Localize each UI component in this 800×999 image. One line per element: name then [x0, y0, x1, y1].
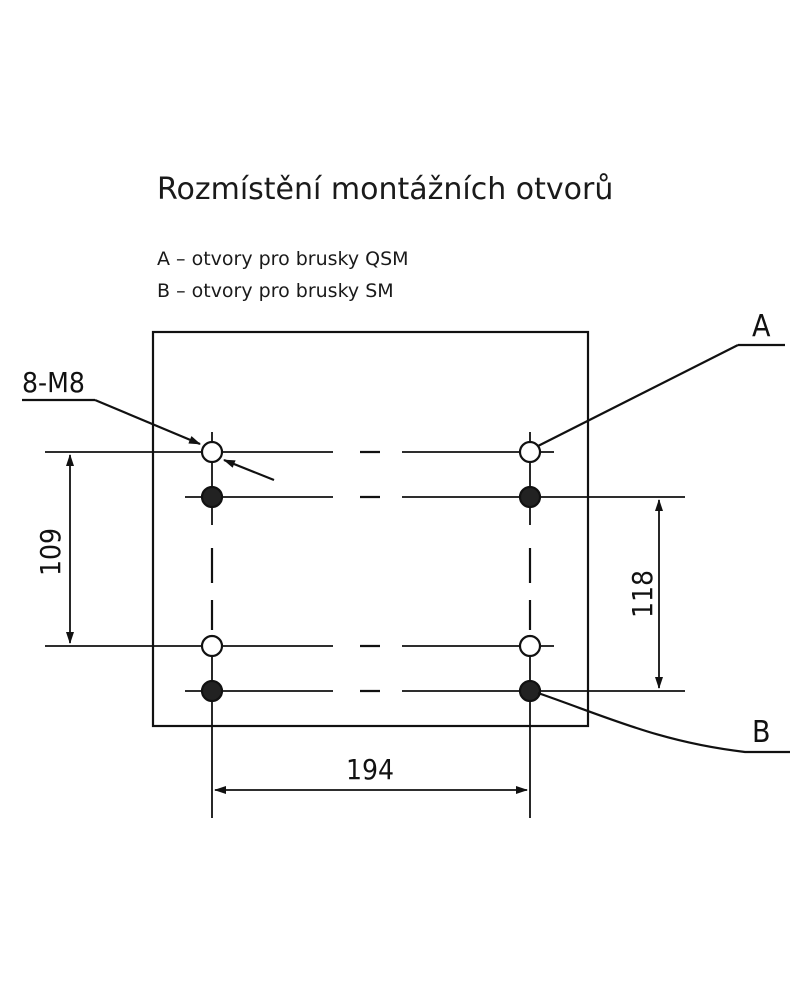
dimension-109-label: 109 — [34, 528, 67, 576]
hole-b-top-left — [200, 485, 224, 509]
legend-item-b: B – otvory pro brusky SM — [157, 280, 394, 302]
legend-item-a: A – otvory pro brusky QSM — [157, 248, 409, 270]
base-plate — [151, 330, 590, 728]
leader-a — [537, 343, 785, 447]
hole-a-top-left — [200, 440, 224, 464]
dimension-194-label: 194 — [346, 753, 394, 786]
hole-a-bottom-right — [518, 634, 542, 658]
hole-b-top-right — [518, 485, 542, 509]
hole-b-bottom-right — [518, 679, 542, 703]
label-a: A — [752, 309, 771, 344]
hole-a-bottom-left — [200, 634, 224, 658]
hole-b-bottom-left — [200, 679, 224, 703]
dimension-118-label: 118 — [626, 570, 659, 618]
hole-a-top-right — [518, 440, 542, 464]
label-b: B — [752, 715, 771, 750]
page-title: Rozmístění montážních otvorů — [157, 172, 614, 207]
leader-b — [537, 691, 790, 754]
hole-callout-leader — [22, 398, 275, 482]
hole-callout-label: 8-M8 — [22, 366, 85, 399]
